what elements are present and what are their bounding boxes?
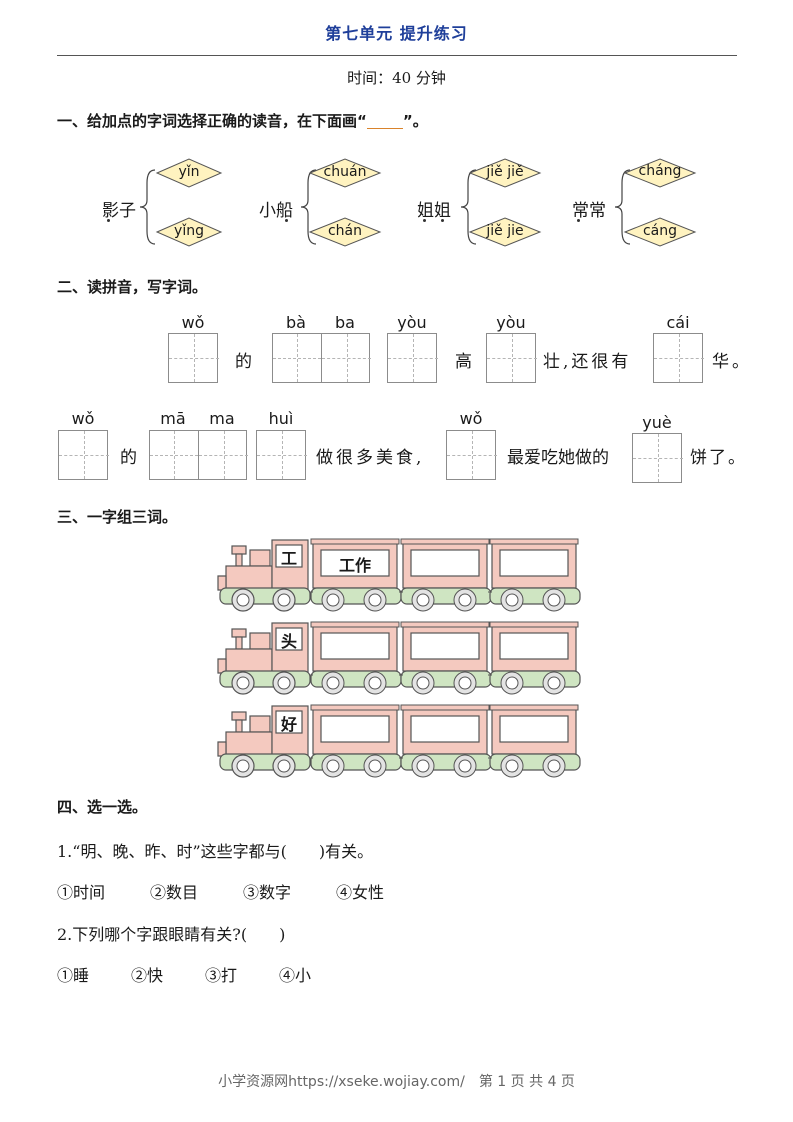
pinyin-ba1: bà: [286, 313, 306, 332]
q1-option-4[interactable]: ④女性: [336, 883, 385, 902]
q1-option-2[interactable]: ②数目: [150, 883, 199, 902]
section1-heading-end: ”。: [402, 112, 428, 130]
train1-blank-2[interactable]: [411, 552, 479, 576]
pinyin-yue: yuè: [642, 413, 672, 432]
question-2: 2.下列哪个字跟眼睛有关?( ): [57, 925, 286, 944]
brace-group-2: [300, 158, 382, 247]
page-title: 第七单元 提升练习: [325, 24, 468, 43]
section4-heading: 四、选一选。: [57, 798, 148, 816]
pinyin-you2: yòu: [496, 313, 526, 332]
text-de2: 的: [120, 448, 137, 468]
option-cang[interactable]: cáng: [642, 223, 678, 239]
writing-box-wo3[interactable]: [446, 430, 497, 480]
text-bing: 饼了。: [690, 448, 747, 468]
pinyin-cai: cái: [666, 313, 690, 332]
pinyin-you1: yòu: [397, 313, 427, 332]
text-zuohenduo: 做很多美食,: [316, 448, 425, 468]
section3-heading: 三、一字组三词。: [57, 508, 178, 526]
time-limit: 时间：40 分钟: [347, 69, 446, 87]
train-char-gong: 工: [280, 549, 297, 568]
train3-blank-1[interactable]: [321, 718, 389, 742]
q1-option-1[interactable]: ①时间: [57, 883, 106, 902]
train-word-gongzuo[interactable]: 工作: [338, 556, 371, 575]
word-jiejie: 姐姐: [417, 201, 451, 221]
train-char-tou: 头: [280, 632, 297, 651]
option-chuan[interactable]: chuán: [323, 164, 367, 180]
writing-box-you2[interactable]: [486, 333, 537, 383]
writing-box-baba[interactable]: [272, 333, 371, 383]
pinyin-wo: wǒ: [181, 313, 205, 332]
train-exercise: [217, 538, 581, 778]
question-1: 1.“明、晚、昨、时”这些字都与( )有关。: [57, 842, 374, 861]
train3-blank-2[interactable]: [411, 718, 479, 742]
text-de: 的: [235, 352, 252, 372]
text-hua: 华。: [712, 352, 752, 372]
writing-box-wo[interactable]: [168, 333, 219, 383]
option-yin[interactable]: yǐn: [178, 164, 200, 180]
pinyin-hui: huì: [268, 409, 294, 428]
page-footer: 小学资源网https://xseke.wojiay.com/ 第 1 页 共 4…: [218, 1074, 575, 1090]
option-jiejie-neutral[interactable]: jiě jie: [486, 223, 524, 239]
train-char-hao: 好: [280, 715, 297, 734]
option-chan[interactable]: chán: [327, 223, 363, 239]
emphasis-dot: [107, 219, 110, 222]
pinyin-ma1: mā: [160, 409, 186, 428]
text-zuiai: 最爱吃她做的: [507, 448, 609, 468]
train2-blank-3[interactable]: [500, 635, 568, 659]
word-xiaochuan: 小船: [259, 201, 293, 221]
pronunciation-choices: [139, 158, 697, 247]
word-changchang: 常常: [572, 201, 606, 221]
writing-box-mama[interactable]: [149, 430, 248, 480]
writing-box-yue[interactable]: [632, 433, 683, 483]
train1-blank-3[interactable]: [500, 552, 568, 576]
text-gao: 高: [455, 352, 472, 372]
option-chang[interactable]: cháng: [638, 163, 682, 179]
q2-option-4[interactable]: ④小: [279, 966, 312, 985]
brace-group-3: [460, 158, 542, 247]
q1-option-3[interactable]: ③数字: [243, 883, 292, 902]
pinyin-ba2: ba: [335, 313, 355, 332]
brace-group-4: [614, 158, 697, 247]
header-divider: [57, 55, 737, 56]
pinyin-wo2: wǒ: [71, 409, 95, 428]
writing-box-wo2[interactable]: [58, 430, 109, 480]
train2-blank-1[interactable]: [321, 635, 389, 659]
pinyin-ma2: ma: [209, 409, 235, 428]
section1-heading: 一、给加点的字词选择正确的读音，在下面画“ ”。: [57, 110, 428, 131]
emphasis-dot: [285, 219, 288, 222]
q2-option-1[interactable]: ①睡: [57, 966, 90, 985]
emphasis-dot: [577, 219, 580, 222]
writing-box-you1[interactable]: [387, 333, 438, 383]
brace-group-1: [139, 158, 223, 247]
section1-heading-text: 一、给加点的字词选择正确的读音，在下面画“: [57, 112, 367, 130]
train3-blank-3[interactable]: [500, 718, 568, 742]
q2-option-3[interactable]: ③打: [205, 966, 238, 985]
option-ying[interactable]: yǐng: [174, 223, 204, 239]
section2-heading: 二、读拼音，写字词。: [57, 278, 208, 296]
writing-box-cai[interactable]: [653, 333, 704, 383]
underline-sample: [366, 114, 403, 129]
writing-box-hui[interactable]: [256, 430, 307, 480]
option-jiejie-tone[interactable]: jiě jiě: [486, 164, 524, 180]
train2-blank-2[interactable]: [411, 635, 479, 659]
text-zhuang: 壮,还很有: [543, 352, 632, 372]
word-yingzi: 影子: [102, 201, 136, 221]
pinyin-wo3: wǒ: [459, 409, 483, 428]
emphasis-dot: [441, 219, 444, 222]
emphasis-dot: [423, 219, 426, 222]
q2-option-2[interactable]: ②快: [131, 966, 164, 985]
